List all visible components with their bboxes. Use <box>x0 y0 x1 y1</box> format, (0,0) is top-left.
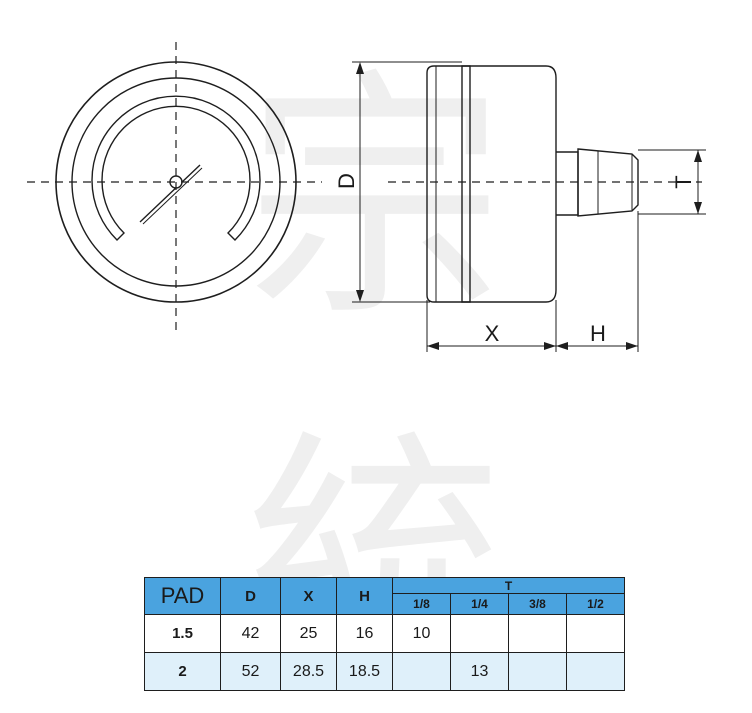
header-h: H <box>336 577 393 615</box>
cell-t-3-8 <box>508 614 567 653</box>
cell-h: 18.5 <box>336 652 393 691</box>
header-t-1-2: 1/2 <box>565 593 626 615</box>
bezel-ring <box>426 65 471 303</box>
cell-pad: 2 <box>144 652 221 691</box>
header-t-1-4: 1/4 <box>450 593 509 615</box>
cell-t-1-4: 13 <box>450 652 509 691</box>
header-pad: PAD <box>144 577 221 615</box>
dim-label-d: D <box>334 173 359 189</box>
cell-t-1-4 <box>450 614 509 653</box>
cell-h: 16 <box>336 614 393 653</box>
dim-label-x: X <box>485 321 500 346</box>
side-view <box>352 61 706 352</box>
table-row: 1.5 42 25 16 10 <box>144 614 626 653</box>
case-body <box>461 65 557 303</box>
dim-label-h: H <box>590 321 606 346</box>
dim-label-t: T <box>671 175 696 188</box>
header-t: T <box>391 576 626 595</box>
cell-d: 42 <box>220 614 281 653</box>
thread-connector <box>556 151 579 216</box>
cell-t-1-2 <box>565 614 626 653</box>
header-x: X <box>280 577 337 615</box>
dial-scale-arc <box>91 95 261 241</box>
cell-t-3-8 <box>508 652 567 691</box>
table-row: 2 52 28.5 18.5 13 <box>144 652 626 691</box>
front-view <box>27 42 322 330</box>
cell-pad: 1.5 <box>144 614 221 653</box>
spec-table: PAD D X H T 1/8 1/4 3/8 1/2 1.5 42 25 16… <box>144 576 626 691</box>
cell-t-1-8 <box>392 652 451 691</box>
header-t-1-8: 1/8 <box>392 593 451 615</box>
cell-d: 52 <box>220 652 281 691</box>
cell-x: 25 <box>280 614 337 653</box>
watermark-char-1: 宗 <box>245 50 505 352</box>
header-t-3-8: 3/8 <box>508 593 567 615</box>
header-d: D <box>220 577 281 615</box>
cell-t-1-8: 10 <box>392 614 451 653</box>
pointer-needle <box>139 164 201 223</box>
cell-t-1-2 <box>565 652 626 691</box>
cell-x: 28.5 <box>280 652 337 691</box>
